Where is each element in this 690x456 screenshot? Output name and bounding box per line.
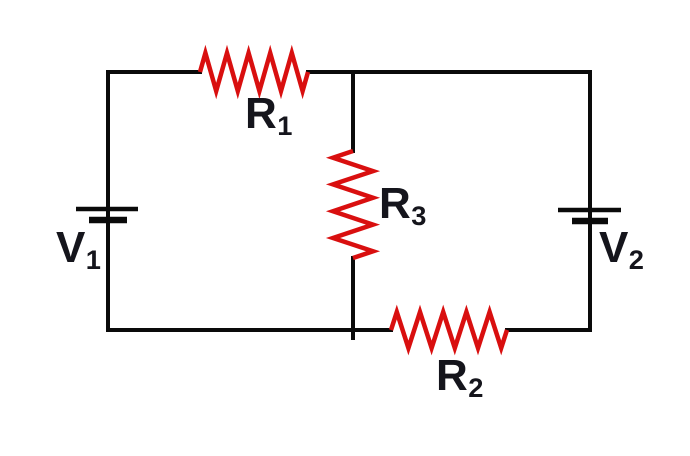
label-r1-sub: 1 — [277, 110, 293, 142]
resistor-symbols — [197, 44, 510, 356]
label-v2-sub: 2 — [628, 244, 644, 276]
label-v1-sub: 1 — [85, 244, 101, 276]
label-r2: R2 — [436, 351, 484, 404]
label-v2: V2 — [599, 223, 644, 276]
wire-right-branch — [306, 70, 592, 332]
label-v2-base: V — [599, 223, 629, 272]
battery-v2-icon — [558, 207, 621, 225]
label-v1-base: V — [56, 223, 86, 272]
label-r3-base: R — [379, 179, 411, 228]
label-r2-sub: 2 — [468, 372, 484, 404]
label-r1-base: R — [245, 89, 277, 138]
label-r3-sub: 3 — [411, 200, 427, 232]
battery-v1-icon — [76, 206, 138, 224]
label-r1: R1 — [245, 89, 293, 142]
resistor-r3-icon — [325, 148, 381, 261]
resistor-r2-icon — [388, 304, 510, 356]
label-v1: V1 — [56, 223, 101, 276]
label-r3: R3 — [379, 179, 427, 232]
wires — [106, 70, 592, 340]
wire-left-branch — [106, 70, 202, 332]
battery-symbols — [76, 206, 621, 225]
resistor-r1-icon — [197, 44, 311, 100]
label-r2-base: R — [436, 351, 468, 400]
